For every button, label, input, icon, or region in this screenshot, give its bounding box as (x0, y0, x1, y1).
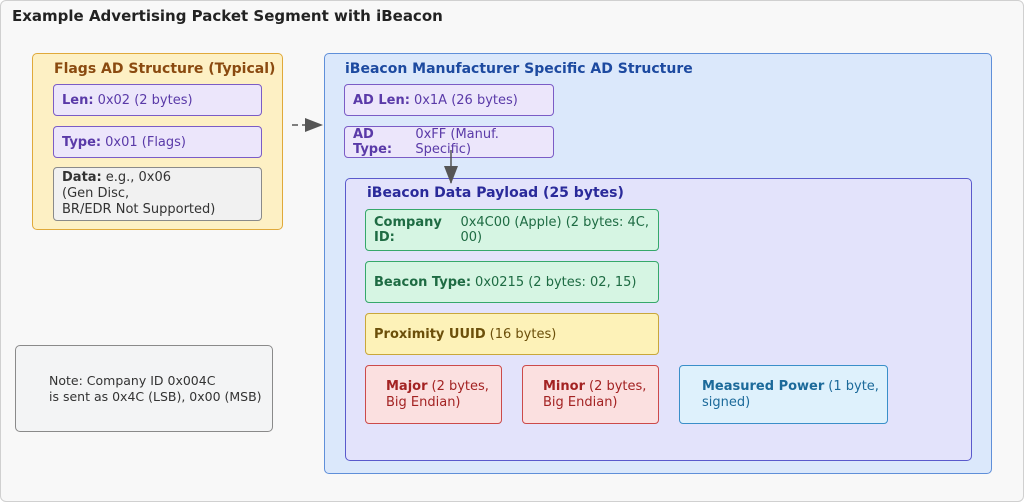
company-id-key: Company ID: (374, 215, 442, 245)
proximity-uuid-field: Proximity UUID (16 bytes) (365, 313, 659, 355)
ad-len-field: AD Len: 0x1A (26 bytes) (344, 84, 554, 116)
flags-data-line2: (Gen Disc, (62, 186, 130, 201)
flags-type-value: 0x01 (Flags) (105, 134, 186, 150)
note-box (15, 345, 273, 432)
minor-field: Minor(2 bytes, Big Endian) (522, 365, 659, 424)
major-field: Major(2 bytes, Big Endian) (365, 365, 502, 424)
measured-power-field: Measured Power(1 byte, signed) (679, 365, 888, 424)
flags-title: Flags AD Structure (Typical) (54, 61, 276, 77)
minor-value1: (2 bytes, (589, 378, 647, 394)
ad-len-key: AD Len: (353, 92, 410, 108)
measured-power-value2: signed) (702, 394, 751, 410)
flags-data-field: Data:e.g., 0x06 (Gen Disc, BR/EDR Not Su… (53, 167, 262, 221)
proximity-uuid-key: Proximity UUID (374, 326, 486, 342)
flags-len-field: Len: 0x02 (2 bytes) (53, 84, 262, 116)
major-key: Major (386, 378, 428, 394)
flags-type-key: Type: (62, 134, 102, 150)
ad-type-key: AD Type: (353, 127, 393, 157)
major-value1: (2 bytes, (431, 378, 489, 394)
flags-data-key: Data: (62, 170, 102, 185)
measured-power-value1: (1 byte, (828, 378, 879, 394)
ad-len-value: 0x1A (26 bytes) (413, 92, 518, 108)
note-line1: Note: Company ID 0x004C (49, 373, 216, 388)
note-line2: is sent as 0x4C (LSB), 0x00 (MSB) (49, 389, 262, 404)
flags-len-value: 0x02 (2 bytes) (97, 92, 193, 108)
ibeacon-title: iBeacon Manufacturer Specific AD Structu… (345, 61, 693, 77)
flags-type-field: Type: 0x01 (Flags) (53, 126, 262, 158)
measured-power-key: Measured Power (702, 378, 825, 394)
beacon-type-key: Beacon Type: (374, 274, 472, 290)
major-value2: Big Endian) (386, 394, 461, 410)
payload-title: iBeacon Data Payload (25 bytes) (367, 185, 624, 201)
minor-value2: Big Endian) (543, 394, 618, 410)
beacon-type-value: 0x0215 (2 bytes: 02, 15) (475, 274, 637, 290)
ad-type-field: AD Type: 0xFF (Manuf. Specific) (344, 126, 554, 158)
company-id-value: 0x4C00 (Apple) (2 bytes: 4C, 00) (460, 215, 649, 245)
company-id-field: Company ID: 0x4C00 (Apple) (2 bytes: 4C,… (365, 209, 659, 251)
beacon-type-field: Beacon Type: 0x0215 (2 bytes: 02, 15) (365, 261, 659, 303)
flags-data-line3: BR/EDR Not Supported) (62, 202, 216, 217)
proximity-uuid-value: (16 bytes) (489, 326, 557, 342)
ad-type-value: 0xFF (Manuf. Specific) (415, 127, 499, 157)
minor-key: Minor (543, 378, 585, 394)
flags-data-line1: e.g., 0x06 (105, 170, 172, 185)
diagram-title: Example Advertising Packet Segment with … (12, 7, 443, 25)
flags-len-key: Len: (62, 92, 94, 108)
